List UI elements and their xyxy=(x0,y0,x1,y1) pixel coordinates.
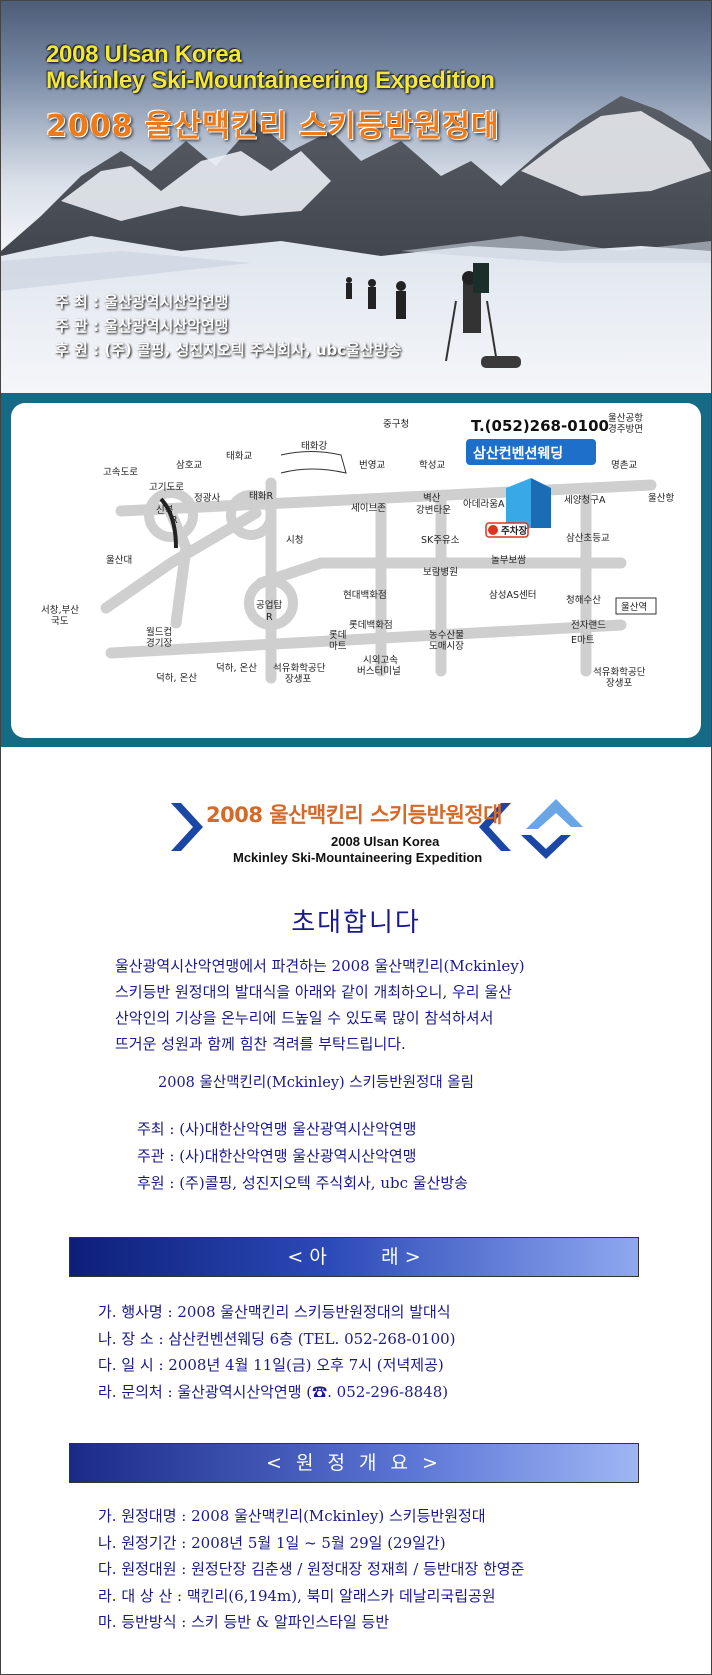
map-label: 버스터미널 xyxy=(357,666,401,677)
map-label: 고속도로 xyxy=(103,467,138,478)
list-item: 마. 등반방식 : 스키 등반 & 알파인스타일 등반 xyxy=(98,1613,390,1631)
banner-title-ko: 2008 울산맥킨리 스키등반원정대 xyxy=(206,803,502,827)
map-label: 현대백화점 xyxy=(343,589,387,601)
map-label: 석유화학공단 xyxy=(273,663,326,674)
map-label: 도매시장 xyxy=(429,641,464,652)
map-label: 경기장 xyxy=(146,637,172,649)
list-item: 다. 원정대원 : 원정단장 김춘생 / 원정대장 정재희 / 등반대장 한영준 xyxy=(98,1560,525,1578)
invite-sponsor: 후원 : (주)콜핑, 성진지오텍 주식회사, ubc 울산방송 xyxy=(137,1174,468,1192)
hero-photo: 2008 Ulsan Korea Mckinley Ski-Mountainee… xyxy=(1,1,711,393)
section-details-header: < 아 래 > xyxy=(69,1237,639,1277)
map-label: 서창,부산 xyxy=(41,605,79,616)
map-label: 놀부보쌈 xyxy=(491,555,526,566)
hero-organizer: 주 관 : 울산광역시산악연맹 xyxy=(55,317,229,335)
map-label: 고기도로 xyxy=(149,482,184,493)
expedition-logo xyxy=(171,799,583,859)
list-item: 가. 행사명 : 2008 울산맥킨리 스키등반원정대의 발대식 xyxy=(98,1303,451,1321)
section-overview-list: 가. 원정대명 : 2008 울산맥킨리(Mckinley) 스키등반원정대 나… xyxy=(98,1503,524,1636)
map-label: 월드컵 xyxy=(146,626,172,638)
map-label: 전자랜드 xyxy=(571,620,606,631)
map-label: 울산대 xyxy=(106,555,132,566)
map-label: 시외고속 xyxy=(363,654,398,666)
map-label: 보람병원 xyxy=(423,566,458,578)
map-label: 주차장 xyxy=(501,525,527,537)
map-label: 번영교 xyxy=(359,460,385,471)
map-label: R xyxy=(171,515,178,526)
map-label: 덕하, 온산 xyxy=(156,672,197,684)
map-label: 국도 xyxy=(51,616,69,627)
location-map: T.(052)268-0100 삼산컨벤션웨딩 고속도로 삼호교 태화교 태화강… xyxy=(11,403,701,738)
map-label: 태화교 xyxy=(226,451,252,462)
section-overview-header: < 원 정 개 요 > xyxy=(69,1443,639,1483)
hero-title-en-2: Mckinley Ski-Mountaineering Expedition xyxy=(46,67,495,94)
list-item: 라. 문의처 : 울산광역시산악연맹 (☎. 052-296-8848) xyxy=(98,1382,449,1401)
section-details-list: 가. 행사명 : 2008 울산맥킨리 스키등반원정대의 발대식 나. 장 소 … xyxy=(98,1299,456,1405)
map-label: 세이브존 xyxy=(351,503,386,514)
map-label: 공업탑 xyxy=(256,599,282,611)
map-label: 삼산초등교 xyxy=(566,533,610,544)
map-label: 농수산물 xyxy=(429,630,464,641)
map-label: 롯데 xyxy=(329,630,346,641)
road-map: T.(052)268-0100 삼산컨벤션웨딩 고속도로 삼호교 태화교 태화강… xyxy=(41,413,674,689)
map-label: 삼성AS센터 xyxy=(489,590,537,601)
invite-title: 초대합니다 xyxy=(291,908,421,938)
map-label: 명촌교 xyxy=(611,460,637,471)
hero-host: 주 최 : 울산광역시산악연맹 xyxy=(55,293,229,311)
map-section: T.(052)268-0100 삼산컨벤션웨딩 고속도로 삼호교 태화교 태화강… xyxy=(1,393,711,747)
invite-line: 뜨거운 성원과 함께 힘찬 격려를 부탁드립니다. xyxy=(115,1035,406,1053)
hero-title-en-1: 2008 Ulsan Korea xyxy=(46,41,242,68)
list-item: 다. 일 시 : 2008년 4월 11일(금) 오후 7시 (저녁제공) xyxy=(98,1356,444,1374)
invite-line: 스키등반 원정대의 발대식을 아래와 같이 개최하오니, 우리 울산 xyxy=(115,983,512,1001)
map-label: 벽산 xyxy=(423,493,441,504)
map-label: 태화강 xyxy=(301,441,327,452)
mountain-scene xyxy=(1,96,711,393)
map-label: 태화R xyxy=(249,491,273,502)
invite-line: 울산광역시산악연맹에서 파견하는 2008 울산맥킨리(Mckinley) xyxy=(115,957,525,975)
map-label: 마트 xyxy=(329,641,347,652)
hero-sponsor: 후 원 : (주) 콜핑, 성진지오텍 주식회사, ubc울산방송 xyxy=(55,341,402,359)
map-label: 중구청 xyxy=(383,419,409,430)
venue-box xyxy=(466,439,596,465)
list-item: 라. 대 상 산 : 맥킨리(6,194m), 북미 알래스카 데날리국립공원 xyxy=(98,1586,496,1605)
map-label: 롯데백화점 xyxy=(349,619,393,631)
banner-title-en-1: 2008 Ulsan Korea xyxy=(331,834,440,849)
invite-host: 주최 : (사)대한산악연맹 울산광역시산악연맹 xyxy=(137,1120,417,1138)
map-phone: T.(052)268-0100 xyxy=(471,417,609,435)
invite-organizer: 주관 : (사)대한산악연맹 울산광역시산악연맹 xyxy=(137,1147,417,1165)
map-label: 학성교 xyxy=(419,460,445,471)
map-label: 세양청구A xyxy=(564,495,606,506)
list-item: 나. 원정기간 : 2008년 5월 1일 ~ 5월 29일 (29일간) xyxy=(98,1533,446,1552)
hero-title-ko: 2008 울산맥킨리 스키등반원정대 xyxy=(46,109,500,144)
map-label: 장생포 xyxy=(606,678,632,689)
map-label: 경주방면 xyxy=(608,423,643,435)
invite-line: 산악인의 기상을 온누리에 드높일 수 있도록 많이 참석하셔서 xyxy=(115,1009,494,1027)
list-item: 가. 원정대명 : 2008 울산맥킨리(Mckinley) 스키등반원정대 xyxy=(98,1507,486,1525)
map-label: R xyxy=(266,612,273,623)
invite-organizations: 주최 : (사)대한산악연맹 울산광역시산악연맹 주관 : (사)대한산악연맹 … xyxy=(137,1116,468,1197)
map-venue: 삼산컨벤션웨딩 xyxy=(473,445,563,462)
map-label: 신복 xyxy=(156,505,174,516)
map-label: 삼호교 xyxy=(176,460,202,471)
list-item: 나. 장 소 : 삼산컨벤션웨딩 6층 (TEL. 052-268-0100) xyxy=(98,1329,456,1348)
map-label: 덕하, 온산 xyxy=(216,662,257,674)
map-label: 시청 xyxy=(286,535,303,546)
map-label: 장생포 xyxy=(285,674,311,685)
map-label: 울산공항 xyxy=(608,413,643,424)
map-label: 울산역 xyxy=(621,602,647,613)
map-label: 청해수산 xyxy=(566,594,601,606)
invite-signature: 2008 울산맥킨리(Mckinley) 스키등반원정대 올림 xyxy=(158,1075,474,1091)
banner-title-en-2: Mckinley Ski-Mountaineering Expedition xyxy=(233,850,483,865)
map-label: E마트 xyxy=(571,635,595,646)
map-label: 아데라움A xyxy=(463,499,505,510)
map-label: 강변타운 xyxy=(416,505,451,516)
map-label: 울산항 xyxy=(648,493,674,504)
map-label: SK주유소 xyxy=(421,535,460,546)
map-label: 정광사 xyxy=(194,492,220,504)
invite-paragraph: 울산광역시산악연맹에서 파견하는 2008 울산맥킨리(Mckinley) 스키… xyxy=(115,953,635,1057)
map-label: 석유화학공단 xyxy=(593,667,646,678)
